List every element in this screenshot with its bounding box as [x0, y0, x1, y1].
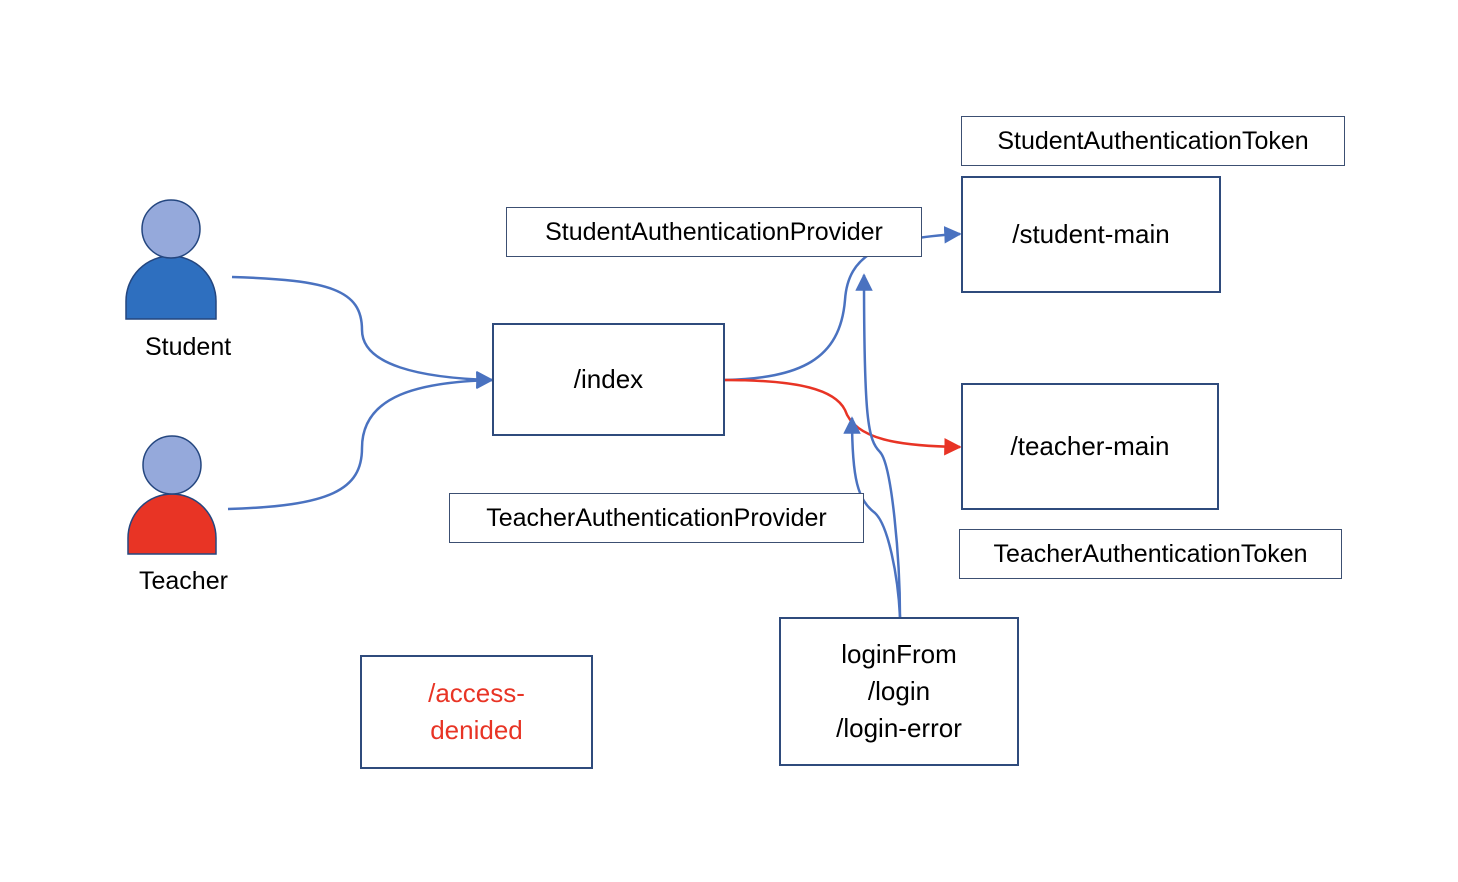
teacher-person-icon: [127, 435, 217, 555]
student-actor: Student: [118, 198, 232, 368]
teacher-to-index-arrow: [227, 371, 494, 511]
teacher-label: Teacher: [139, 567, 228, 595]
teacher-actor: Teacher: [118, 435, 238, 605]
access-denied-label-line1: /access-: [428, 678, 525, 708]
student-to-index-arrow: [231, 275, 494, 389]
login-to-teacher-provider-arrow: [843, 416, 902, 618]
teacher-provider-label: TeacherAuthenticationProvider: [449, 493, 864, 543]
login-node: loginFrom /login /login-error: [779, 617, 1019, 766]
index-node-label: /index: [573, 364, 644, 394]
student-label: Student: [145, 333, 232, 361]
index-to-teacher-main-arrow: [724, 378, 962, 456]
access-denied-node: /access- denided: [360, 655, 593, 769]
teacher-main-label: /teacher-main: [1010, 431, 1170, 461]
student-token-label: StudentAuthenticationToken: [961, 116, 1345, 166]
teacher-head-shape: [142, 435, 202, 495]
login-to-student-provider-arrow: [855, 273, 902, 618]
student-main-node: /student-main: [961, 176, 1221, 293]
login-error-path-label: /login-error: [836, 713, 962, 743]
login-form-label: loginFrom: [841, 639, 957, 669]
login-path-label: /login: [867, 676, 931, 706]
student-main-label: /student-main: [1012, 219, 1170, 249]
student-person-icon: [125, 199, 217, 320]
student-provider-label: StudentAuthenticationProvider: [506, 207, 922, 257]
student-head-shape: [141, 199, 201, 259]
access-denied-label-line2: denided: [430, 715, 523, 745]
teacher-body-shape: [127, 493, 217, 555]
teacher-token-label: TeacherAuthenticationToken: [959, 529, 1342, 579]
index-node: /index: [492, 323, 725, 436]
teacher-main-node: /teacher-main: [961, 383, 1219, 510]
student-body-shape: [125, 255, 217, 320]
